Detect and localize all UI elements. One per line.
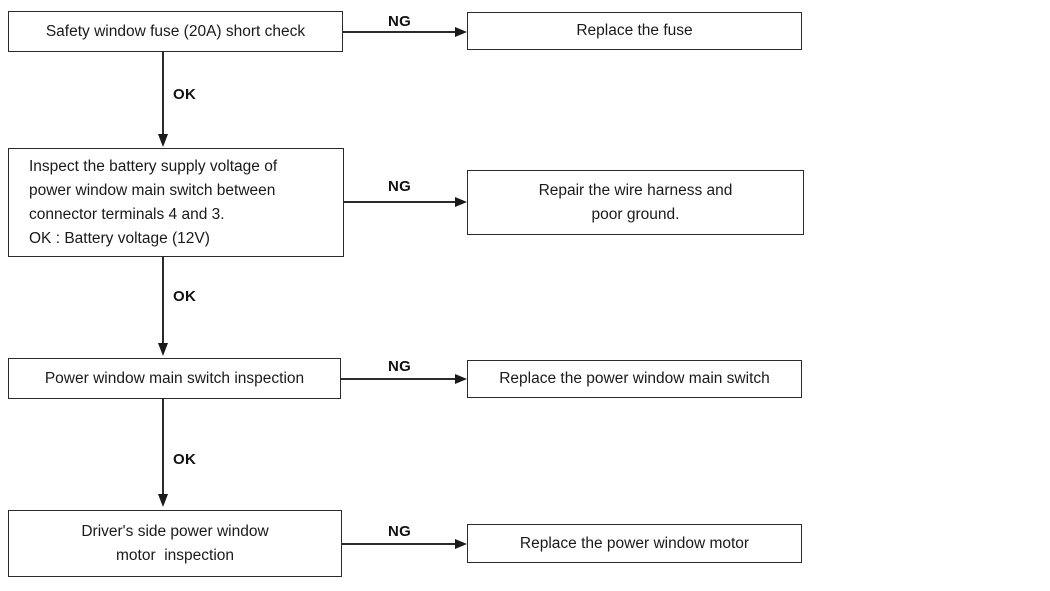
ok-label-1: OK [173, 86, 197, 103]
arrowhead-right-icon [455, 374, 467, 384]
step-box-fuse-short-check: Safety window fuse (20A) short check [8, 11, 343, 52]
result-box-replace-fuse: Replace the fuse [467, 12, 802, 50]
result-text-line: Replace the power window main switch [499, 370, 770, 387]
result-text-line: Replace the fuse [576, 22, 693, 39]
arrowhead-down-icon [158, 134, 168, 147]
step-text-line: Driver's side power window [81, 522, 269, 540]
arrowhead-down-icon [158, 494, 168, 507]
result-box-replace-main-switch: Replace the power window main switch [467, 360, 802, 398]
ng-label-3: NG [388, 358, 412, 375]
step-text-line: Inspect the battery supply voltage of [29, 157, 278, 175]
ng-connector-line-4 [342, 543, 456, 545]
step-text-line: power window main switch between [29, 181, 276, 199]
ok-label-2: OK [173, 288, 197, 305]
result-text-line: poor ground. [591, 205, 680, 223]
arrowhead-right-icon [455, 27, 467, 37]
arrowhead-right-icon [455, 197, 467, 207]
arrowhead-down-icon [158, 343, 168, 356]
step-text-line: Safety window fuse (20A) short check [45, 22, 306, 40]
step-text-line: Power window main switch inspection [44, 369, 305, 387]
result-text-line: Repair the wire harness and [538, 181, 733, 199]
ok-label-3: OK [173, 451, 197, 468]
ok-connector-line-3 [162, 399, 164, 494]
result-box-replace-motor: Replace the power window motor [467, 524, 802, 563]
ng-label-4: NG [388, 523, 412, 540]
ok-connector-line-1 [162, 52, 164, 134]
result-box-repair-wire-harness: Repair the wire harness and poor ground. [467, 170, 804, 235]
ng-label-1: NG [388, 13, 412, 30]
step-text-line: OK : Battery voltage (12V) [29, 229, 210, 247]
step-box-main-switch-inspection: Power window main switch inspection [8, 358, 341, 399]
step-box-motor-inspection: Driver's side power window motor inspect… [8, 510, 342, 577]
step-text-line: motor inspection [115, 546, 235, 564]
ng-connector-line-2 [344, 201, 456, 203]
ok-connector-line-2 [162, 257, 164, 343]
step-text-line: connector terminals 4 and 3. [29, 205, 225, 223]
result-text-line: Replace the power window motor [519, 534, 750, 552]
arrowhead-right-icon [455, 539, 467, 549]
step-box-battery-voltage-inspection: Inspect the battery supply voltage of po… [8, 148, 344, 257]
ng-label-2: NG [388, 178, 412, 195]
ng-connector-line-1 [343, 31, 456, 33]
ng-connector-line-3 [341, 378, 456, 380]
